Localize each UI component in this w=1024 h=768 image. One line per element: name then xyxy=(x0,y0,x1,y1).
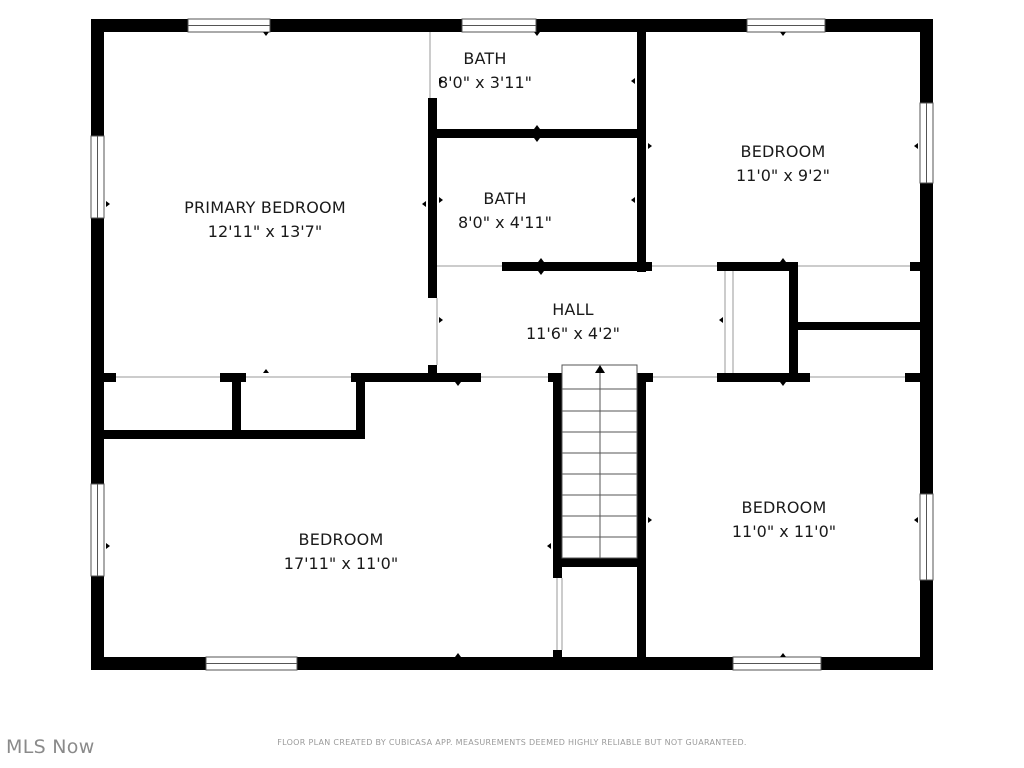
primary-bedroom-dims: 12'11" x 13'7" xyxy=(208,222,322,241)
hall-name: HALL xyxy=(552,300,594,319)
floor-plan-disclaimer: FLOOR PLAN CREATED BY CUBICASA APP. MEAS… xyxy=(277,738,747,747)
bath-upper-dims: 8'0" x 3'11" xyxy=(438,73,532,92)
stair-direction-arrow-icon xyxy=(595,365,605,373)
bath-upper-name: BATH xyxy=(463,49,506,68)
bedroom-sw-name: BEDROOM xyxy=(299,530,384,549)
window-left-primary xyxy=(90,135,105,219)
primary-bedroom-name: PRIMARY BEDROOM xyxy=(184,198,346,217)
window-right-bedroom-se xyxy=(919,493,934,581)
window-top-bedroom-ne xyxy=(746,18,826,33)
measurement-markers xyxy=(106,32,918,657)
window-bottom-bedroom-sw xyxy=(205,656,298,671)
mls-watermark: MLS Now xyxy=(6,736,95,758)
window-left-bedroom-sw xyxy=(90,483,105,577)
room-labels: PRIMARY BEDROOM 12'11" x 13'7" BATH 8'0"… xyxy=(184,49,836,573)
windows xyxy=(90,18,934,671)
window-right-bedroom-ne xyxy=(919,102,934,184)
interior-walls xyxy=(104,32,920,660)
staircase xyxy=(561,364,638,559)
bedroom-se-name: BEDROOM xyxy=(742,498,827,517)
bedroom-sw-dims: 17'11" x 11'0" xyxy=(284,554,398,573)
bedroom-ne-dims: 11'0" x 9'2" xyxy=(736,166,830,185)
hall-dims: 11'6" x 4'2" xyxy=(526,324,620,343)
bedroom-ne-name: BEDROOM xyxy=(741,142,826,161)
bath-lower-dims: 8'0" x 4'11" xyxy=(458,213,552,232)
window-top-bath xyxy=(461,18,537,33)
bedroom-se-dims: 11'0" x 11'0" xyxy=(732,522,836,541)
window-top-primary xyxy=(187,18,271,33)
door-openings xyxy=(116,32,910,650)
exterior-walls xyxy=(91,19,933,670)
bath-lower-name: BATH xyxy=(483,189,526,208)
window-bottom-bedroom-se xyxy=(732,656,822,671)
